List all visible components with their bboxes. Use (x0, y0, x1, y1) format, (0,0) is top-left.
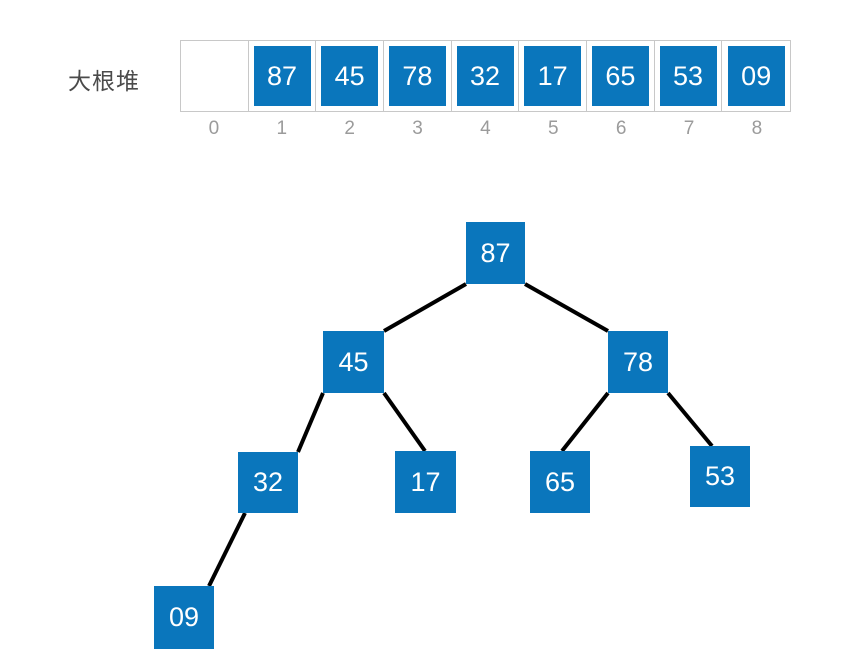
array-cell-value (186, 46, 243, 106)
array-cell-0 (181, 41, 249, 111)
tree-node-09: 09 (154, 586, 214, 649)
array-index-label-7: 7 (683, 118, 695, 139)
array-index-label-8: 8 (751, 118, 763, 139)
array-cell-4: 32 (452, 41, 520, 111)
array-cell-value: 78 (388, 46, 446, 106)
array-index-label-1: 1 (276, 118, 288, 139)
tree-node-65: 65 (530, 451, 590, 513)
tree-edge-n2-n4 (296, 392, 325, 453)
array-cell-8: 09 (722, 41, 790, 111)
array-cell-value: 45 (321, 46, 379, 106)
tree-node-45: 45 (323, 331, 384, 393)
array-cell-5: 17 (519, 41, 588, 111)
array-index-label-2: 2 (344, 118, 355, 139)
array-cell-value: 17 (524, 46, 582, 106)
array-cell-value: 65 (591, 46, 649, 106)
array-index-label-3: 3 (412, 118, 423, 139)
array-cell-value: 32 (456, 46, 514, 106)
tree-edge-n3-n6 (560, 391, 610, 453)
array-cell-value: 87 (253, 46, 311, 106)
array-cell-value: 53 (659, 46, 717, 106)
heap-array-index-row: 0 1 2 3 4 5 6 7 8 (180, 116, 791, 142)
array-index-label-4: 4 (480, 118, 491, 139)
tree-edge-n4-n8 (207, 512, 247, 587)
tree-node-53: 53 (690, 446, 750, 507)
tree-edge-n3-n7 (666, 391, 714, 448)
array-index-label-0: 0 (208, 118, 220, 139)
array-cell-1: 87 (249, 41, 317, 111)
array-index-label-6: 6 (615, 118, 627, 139)
tree-edge-n1-n2 (383, 282, 467, 333)
tree-node-78: 78 (608, 331, 668, 393)
array-cell-3: 78 (384, 41, 452, 111)
array-cell-value: 09 (727, 46, 785, 106)
tree-edge-n2-n5 (382, 391, 427, 453)
tree-node-32: 32 (238, 452, 298, 513)
array-cell-2: 45 (316, 41, 385, 111)
heap-label: 大根堆 (68, 68, 140, 94)
tree-node-17: 17 (395, 451, 456, 513)
array-cell-7: 53 (655, 41, 723, 111)
tree-edge-n1-n3 (524, 282, 609, 333)
array-cell-6: 65 (587, 41, 655, 111)
array-index-label-5: 5 (548, 118, 559, 139)
tree-node-87: 87 (466, 222, 525, 284)
